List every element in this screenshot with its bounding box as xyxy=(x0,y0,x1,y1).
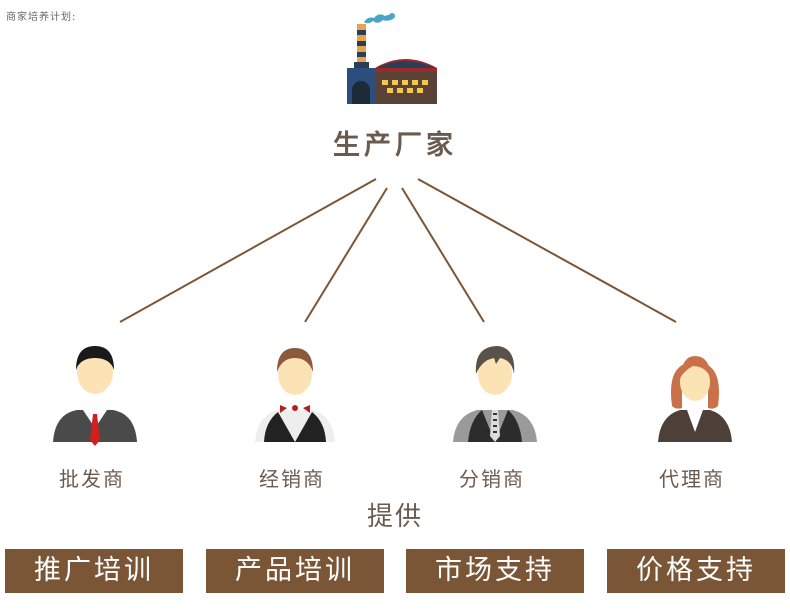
connector-line-4 xyxy=(417,178,677,323)
page-caption: 商家培养计划: xyxy=(6,12,77,23)
businesswoman-icon xyxy=(658,356,732,442)
role-label-agent: 代理商 xyxy=(659,467,725,491)
role-label-dealer: 经销商 xyxy=(259,467,325,491)
man-vest-icon xyxy=(453,346,537,442)
service-promotion-training: 推广培训 xyxy=(5,549,183,593)
provide-label: 提供 xyxy=(366,502,423,532)
role-label-distributor: 分销商 xyxy=(459,467,525,491)
service-product-training: 产品培训 xyxy=(206,549,384,593)
service-market-support: 市场支持 xyxy=(406,549,584,593)
connector-line-1 xyxy=(119,178,377,323)
waiter-bowtie-icon xyxy=(255,348,335,442)
factory-icon xyxy=(347,13,437,104)
connector-line-3 xyxy=(401,187,485,323)
factory-title: 生产厂家 xyxy=(333,130,457,161)
service-price-support: 价格支持 xyxy=(607,549,785,593)
role-label-wholesaler: 批发商 xyxy=(59,467,125,491)
businessman-red-tie-icon xyxy=(53,346,137,446)
connector-line-2 xyxy=(304,187,388,323)
